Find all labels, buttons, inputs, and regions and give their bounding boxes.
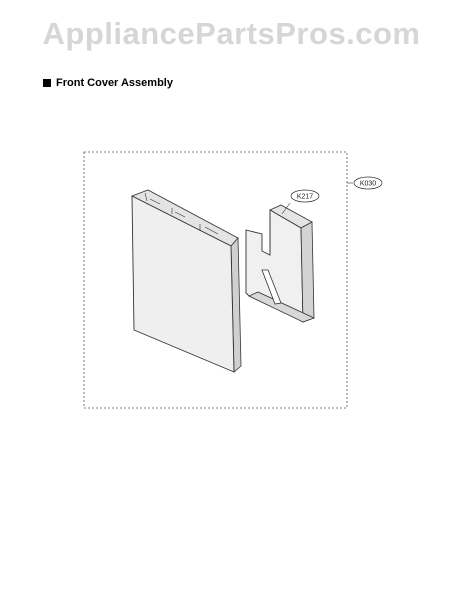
callout-k217: K217 <box>281 189 320 215</box>
k217-panel-part <box>245 204 316 323</box>
section-heading: Front Cover Assembly <box>43 77 173 89</box>
callout-k030: K030 <box>347 176 383 190</box>
heading-bullet-icon <box>43 79 51 87</box>
assembly-boundary <box>83 151 348 409</box>
front-cover-part <box>131 189 242 373</box>
callout-k217-label: K217 <box>297 194 313 201</box>
section-title-text: Front Cover Assembly <box>56 77 173 89</box>
site-watermark: AppliancePartsPros.com <box>42 16 421 51</box>
callout-k030-label: K030 <box>360 181 376 188</box>
